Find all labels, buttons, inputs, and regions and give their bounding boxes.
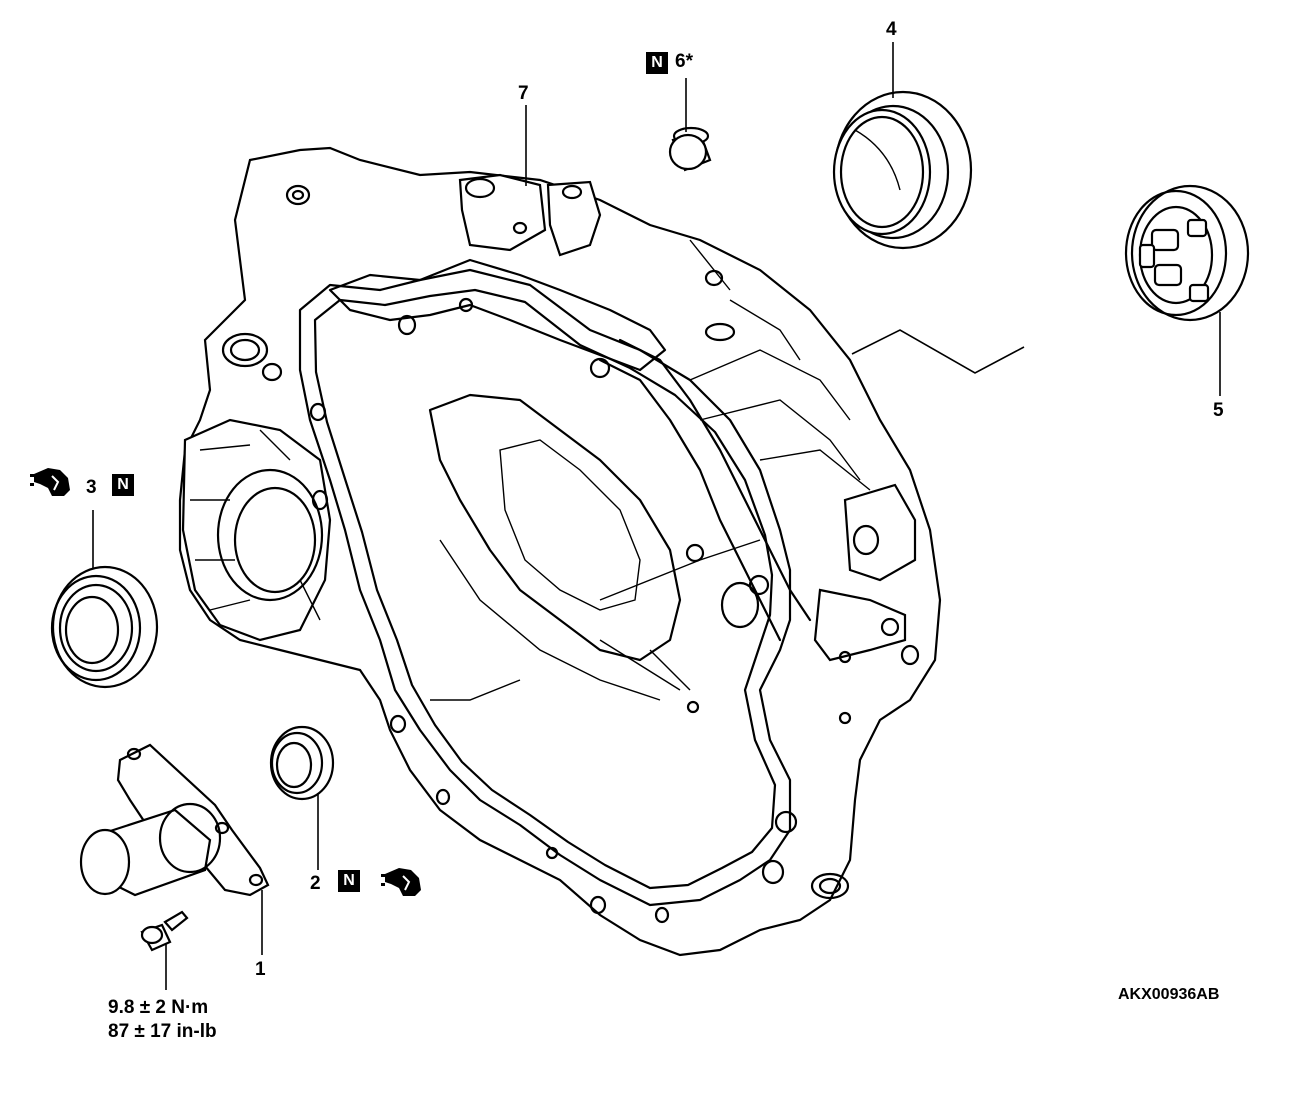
mounting-bolt: [140, 910, 189, 952]
callout-3: 3: [86, 477, 97, 498]
callout-7: 7: [518, 83, 529, 104]
callout-1: 1: [255, 959, 266, 980]
torque-imperial: 87 ± 17 in-lb: [108, 1021, 217, 1042]
callout-4: 4: [886, 19, 897, 40]
grease-icon: [30, 468, 70, 496]
leader-5-body: [851, 329, 1025, 374]
bearing-retainer-part-1: [79, 743, 270, 897]
torque-spec: 9.8 ± 2 N·m 87 ± 17 in-lb: [108, 996, 217, 1044]
new-part-badge-6: N: [646, 52, 668, 74]
bearing-race-part-4: [832, 90, 973, 250]
bushing-part-6: [668, 126, 712, 172]
oil-seal-part-2: [269, 725, 335, 801]
callout-5: 5: [1213, 400, 1224, 421]
grease-icon: [381, 868, 421, 896]
new-part-badge-3: N: [112, 474, 134, 496]
torque-metric: 9.8 ± 2 N·m: [108, 997, 209, 1018]
callout-2: 2: [310, 873, 321, 894]
callout-6: 6*: [675, 51, 693, 72]
clutch-housing-part-7: [178, 146, 942, 957]
figure-code: AKX00936AB: [1118, 986, 1220, 1003]
oil-seal-part-3: [50, 565, 159, 689]
roller-bearing-part-5: [1124, 184, 1250, 322]
new-part-badge-2: N: [338, 870, 360, 892]
